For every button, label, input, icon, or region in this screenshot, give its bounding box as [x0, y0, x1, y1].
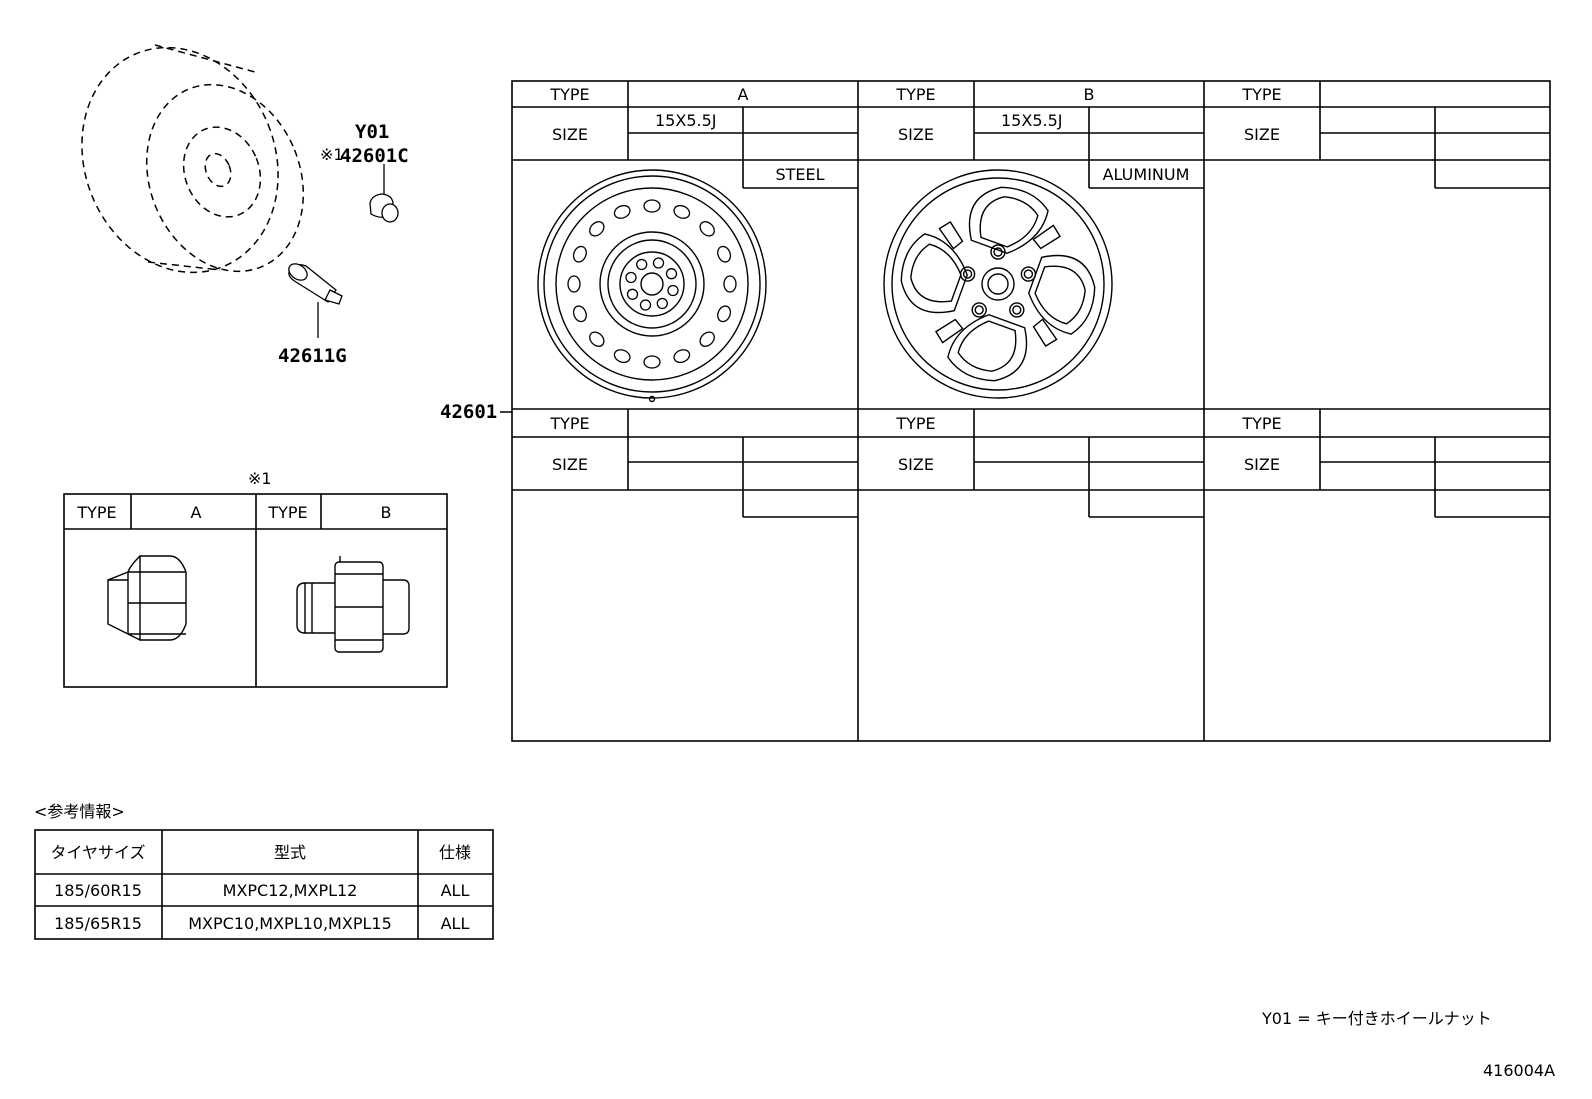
steel-wheel-hole: [589, 221, 605, 237]
nut-table-note: ※1: [248, 469, 272, 488]
col1-type-value: A: [738, 85, 749, 104]
ref-header-model: 型式: [274, 843, 306, 862]
steel-wheel-hole: [643, 199, 661, 213]
row2-col2-size-label: SIZE: [898, 455, 934, 474]
aluminum-wheel-window: [1028, 224, 1096, 335]
steel-wheel-hole: [589, 331, 605, 347]
ref-row1-size: 185/60R15: [54, 881, 142, 900]
col3-type-label: TYPE: [1241, 85, 1281, 104]
valve-cap-note: ※1: [320, 145, 344, 164]
col2-type-label: TYPE: [895, 85, 935, 104]
reference-table: [34, 829, 494, 940]
aluminum-wheel-bolt-inner: [1023, 269, 1034, 279]
steel-wheel-hole: [572, 245, 587, 263]
aluminum-wheel-bolt: [1009, 302, 1025, 318]
steel-wheel-hole: [613, 349, 631, 364]
steel-wheel-hole: [723, 275, 737, 293]
wheel-table: [511, 80, 1551, 742]
ref-row1-spec: ALL: [441, 881, 470, 900]
col1-material: STEEL: [775, 165, 824, 184]
steel-wheel-hole: [567, 275, 581, 293]
row2-col2-type-label: TYPE: [895, 414, 935, 433]
col1-size-label: SIZE: [552, 125, 588, 144]
ref-row1-model: MXPC12,MXPL12: [223, 881, 358, 900]
aluminum-wheel-bolt-inner: [974, 305, 984, 315]
steel-wheel-icon: [537, 169, 767, 403]
aluminum-wheel-window: [900, 233, 968, 344]
reference-title: <参考情報>: [34, 802, 125, 821]
aluminum-wheel-window: [938, 186, 1049, 254]
diagram-code: 416004A: [1483, 1061, 1555, 1080]
part-42601: 42601: [440, 401, 497, 423]
steel-wheel-hole: [643, 355, 661, 369]
steel-wheel-bolt: [639, 299, 652, 311]
col2-type-value: B: [1084, 85, 1095, 104]
nut-type-a-value: A: [191, 503, 202, 522]
ref-header-spec: 仕様: [439, 843, 471, 862]
col2-size-value: 15X5.5J: [1001, 111, 1062, 130]
steel-wheel-hole: [673, 204, 691, 219]
steel-wheel-bolt: [652, 257, 665, 269]
tire-icon: [81, 44, 305, 274]
steel-wheel-hole: [699, 221, 715, 237]
aluminum-wheel-bolt-inner: [1012, 305, 1022, 315]
nut-type-a-icon: [107, 555, 187, 641]
part-y01: Y01: [355, 121, 389, 143]
nut-type-b-label: TYPE: [267, 503, 307, 522]
col1-size-value: 15X5.5J: [655, 111, 716, 130]
row2-col3-size-label: SIZE: [1244, 455, 1280, 474]
aluminum-wheel-bolt-inner: [962, 269, 973, 279]
aluminum-wheel-bolt: [990, 244, 1006, 260]
ref-row2-model: MXPC10,MXPL10,MXPL15: [188, 914, 392, 933]
steel-wheel-bolt: [636, 258, 648, 271]
aluminum-wheel-icon: [883, 169, 1113, 399]
steel-wheel-hole: [699, 331, 715, 347]
col2-material: ALUMINUM: [1103, 165, 1190, 184]
part-42601c: 42601C: [340, 145, 409, 167]
ref-header-tire-size: タイヤサイズ: [50, 843, 145, 862]
row2-col1-size-label: SIZE: [552, 455, 588, 474]
steel-wheel-hole: [572, 305, 587, 323]
part-42611g: 42611G: [278, 345, 347, 367]
steel-wheel-hole: [673, 349, 691, 364]
legend-y01: Y01 = キー付きホイールナット: [1261, 1009, 1492, 1028]
aluminum-wheel-bolt-inner: [993, 247, 1003, 257]
steel-wheel-bolt: [667, 284, 679, 297]
valve-stem-icon: [288, 263, 343, 338]
aluminum-wheel-window: [947, 314, 1058, 382]
col3-size-label: SIZE: [1244, 125, 1280, 144]
aluminum-wheel-bolt: [1020, 266, 1037, 282]
aluminum-wheel-bolt: [971, 302, 987, 318]
steel-wheel-bolt: [625, 271, 637, 284]
steel-wheel-hole: [717, 305, 732, 323]
nut-table: [63, 493, 448, 688]
steel-wheel-holes: [567, 199, 737, 369]
row2-col1-type-label: TYPE: [549, 414, 589, 433]
ref-row2-size: 185/65R15: [54, 914, 142, 933]
steel-wheel-bolt: [626, 288, 639, 300]
row2-col3-type-label: TYPE: [1241, 414, 1281, 433]
nut-type-a-label: TYPE: [76, 503, 116, 522]
col1-type-label: TYPE: [549, 85, 589, 104]
aluminum-wheel-bolt: [959, 266, 976, 282]
valve-cap-icon: [369, 164, 399, 223]
steel-wheel-hole: [613, 204, 631, 219]
steel-wheel-bolt: [665, 268, 678, 280]
steel-wheel-bolt: [656, 297, 668, 310]
steel-wheel-hole: [717, 245, 732, 263]
col2-size-label: SIZE: [898, 125, 934, 144]
steel-wheel-bolts: [625, 257, 679, 311]
nut-type-b-icon: [296, 556, 410, 653]
ref-row2-spec: ALL: [441, 914, 470, 933]
nut-type-b-value: B: [381, 503, 392, 522]
